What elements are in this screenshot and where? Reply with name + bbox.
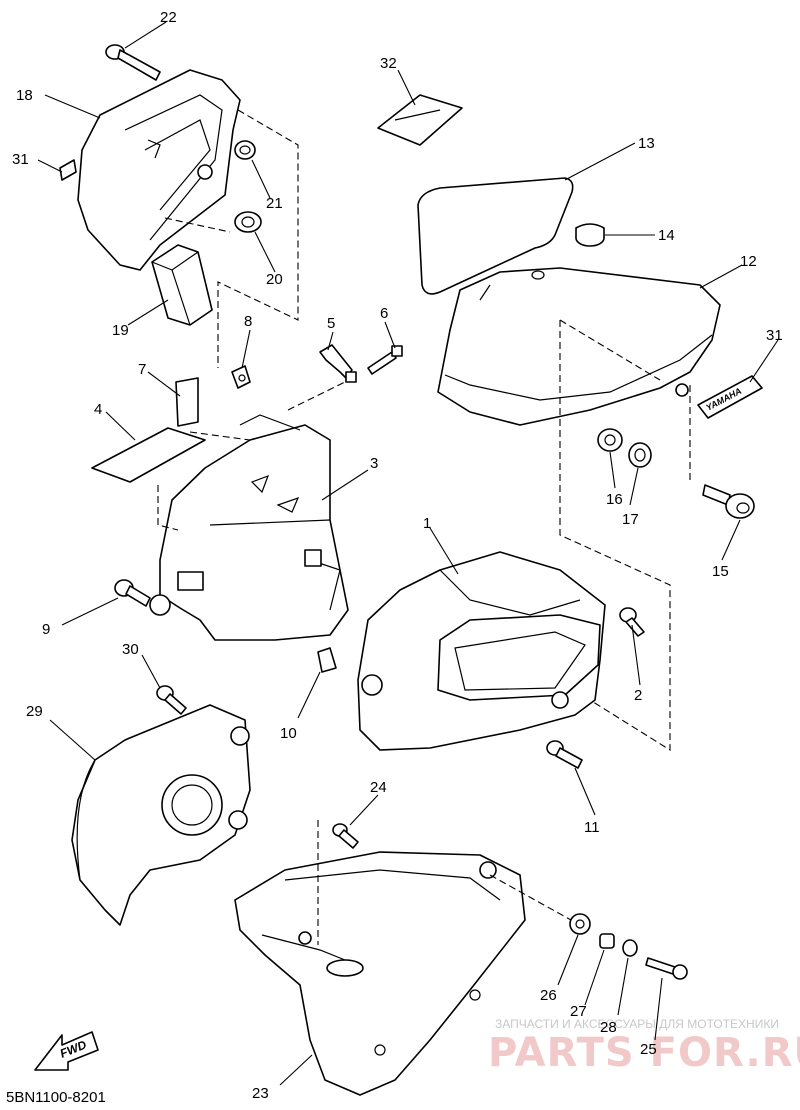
part-6-screw (367, 345, 403, 375)
part-29-cover (71, 704, 251, 926)
part-16-nut (597, 428, 623, 452)
callout-8: 8 (244, 313, 252, 330)
part-24-bolt (332, 823, 359, 849)
callout-20: 20 (266, 271, 283, 288)
part-27-collar (599, 933, 615, 949)
watermark-line1: ЗАПЧАСТИ И АКСЕССУАРЫ ДЛЯ МОТОТЕХНИКИ (495, 1017, 779, 1031)
part-4-pad (91, 427, 206, 483)
callout-29: 29 (26, 703, 43, 720)
callout-5: 5 (327, 315, 335, 332)
callout-21: 21 (266, 195, 283, 212)
callout-25: 25 (640, 1041, 657, 1058)
part-19-damper (151, 244, 213, 326)
part-1-case (357, 551, 606, 751)
callout-14: 14 (658, 227, 675, 244)
part-10-nut (317, 647, 337, 673)
part-13-plate (417, 177, 574, 295)
callout-15: 15 (712, 563, 729, 580)
part-3-battery-box (149, 414, 349, 641)
callout-19: 19 (112, 322, 129, 339)
part-5-bracket (319, 344, 357, 383)
part-21-grommet (234, 140, 256, 160)
leader-lines (37, 21, 779, 1086)
part-22-bolt (105, 44, 161, 81)
callout-24: 24 (370, 779, 387, 796)
callout-11: 11 (584, 819, 600, 836)
part-32-pad (377, 94, 463, 146)
callout-13: 13 (638, 135, 655, 152)
callout-2: 2 (634, 687, 642, 704)
callout-28: 28 (600, 1019, 617, 1036)
part-30-bolt (156, 685, 187, 715)
callout-31-left: 31 (12, 151, 29, 168)
callout-6: 6 (380, 305, 388, 322)
callout-3: 3 (370, 455, 378, 472)
part-7-pad (175, 377, 199, 427)
part-9-bolt (114, 579, 151, 607)
callout-4: 4 (94, 401, 102, 418)
part-2-bolt (619, 607, 645, 637)
part-18-side-cover (77, 69, 241, 271)
callout-9: 9 (42, 621, 50, 638)
callout-labels: 22 18 31 32 13 14 12 31 21 20 19 8 5 6 7… (12, 9, 783, 1102)
part-26-grommet (569, 913, 591, 935)
watermark-line2: PARTS FOR.RU (488, 1030, 800, 1076)
part-8-nut (231, 365, 251, 389)
part-20-grommet (234, 211, 262, 233)
part-31-emblem: YAMAHA (697, 375, 763, 419)
part-28-washer (622, 939, 638, 957)
part-17-grommet (628, 442, 652, 468)
callout-7: 7 (138, 361, 146, 378)
callout-17: 17 (622, 511, 639, 528)
callout-18: 18 (16, 87, 33, 104)
fwd-arrow: FWD (34, 1031, 99, 1071)
callout-30: 30 (122, 641, 139, 658)
callout-26: 26 (540, 987, 557, 1004)
part-14-grommet (575, 223, 605, 247)
part-15-screw (702, 484, 755, 519)
callout-32: 32 (380, 55, 397, 72)
part-11-bolt (546, 740, 583, 769)
callout-27: 27 (570, 1003, 587, 1020)
callout-1: 1 (423, 515, 431, 532)
diagram-code: 5BN1100-8201 (6, 1089, 106, 1106)
part-12-side-cover (437, 267, 721, 426)
callout-12: 12 (740, 253, 757, 270)
part-25-bolt (645, 957, 688, 980)
callout-31-right: 31 (766, 327, 783, 344)
callout-16: 16 (606, 491, 623, 508)
part-31-emblem-left (59, 159, 77, 181)
callout-23: 23 (252, 1085, 269, 1102)
callout-22: 22 (160, 9, 177, 26)
callout-10: 10 (280, 725, 297, 742)
part-23-cover (234, 851, 526, 1096)
